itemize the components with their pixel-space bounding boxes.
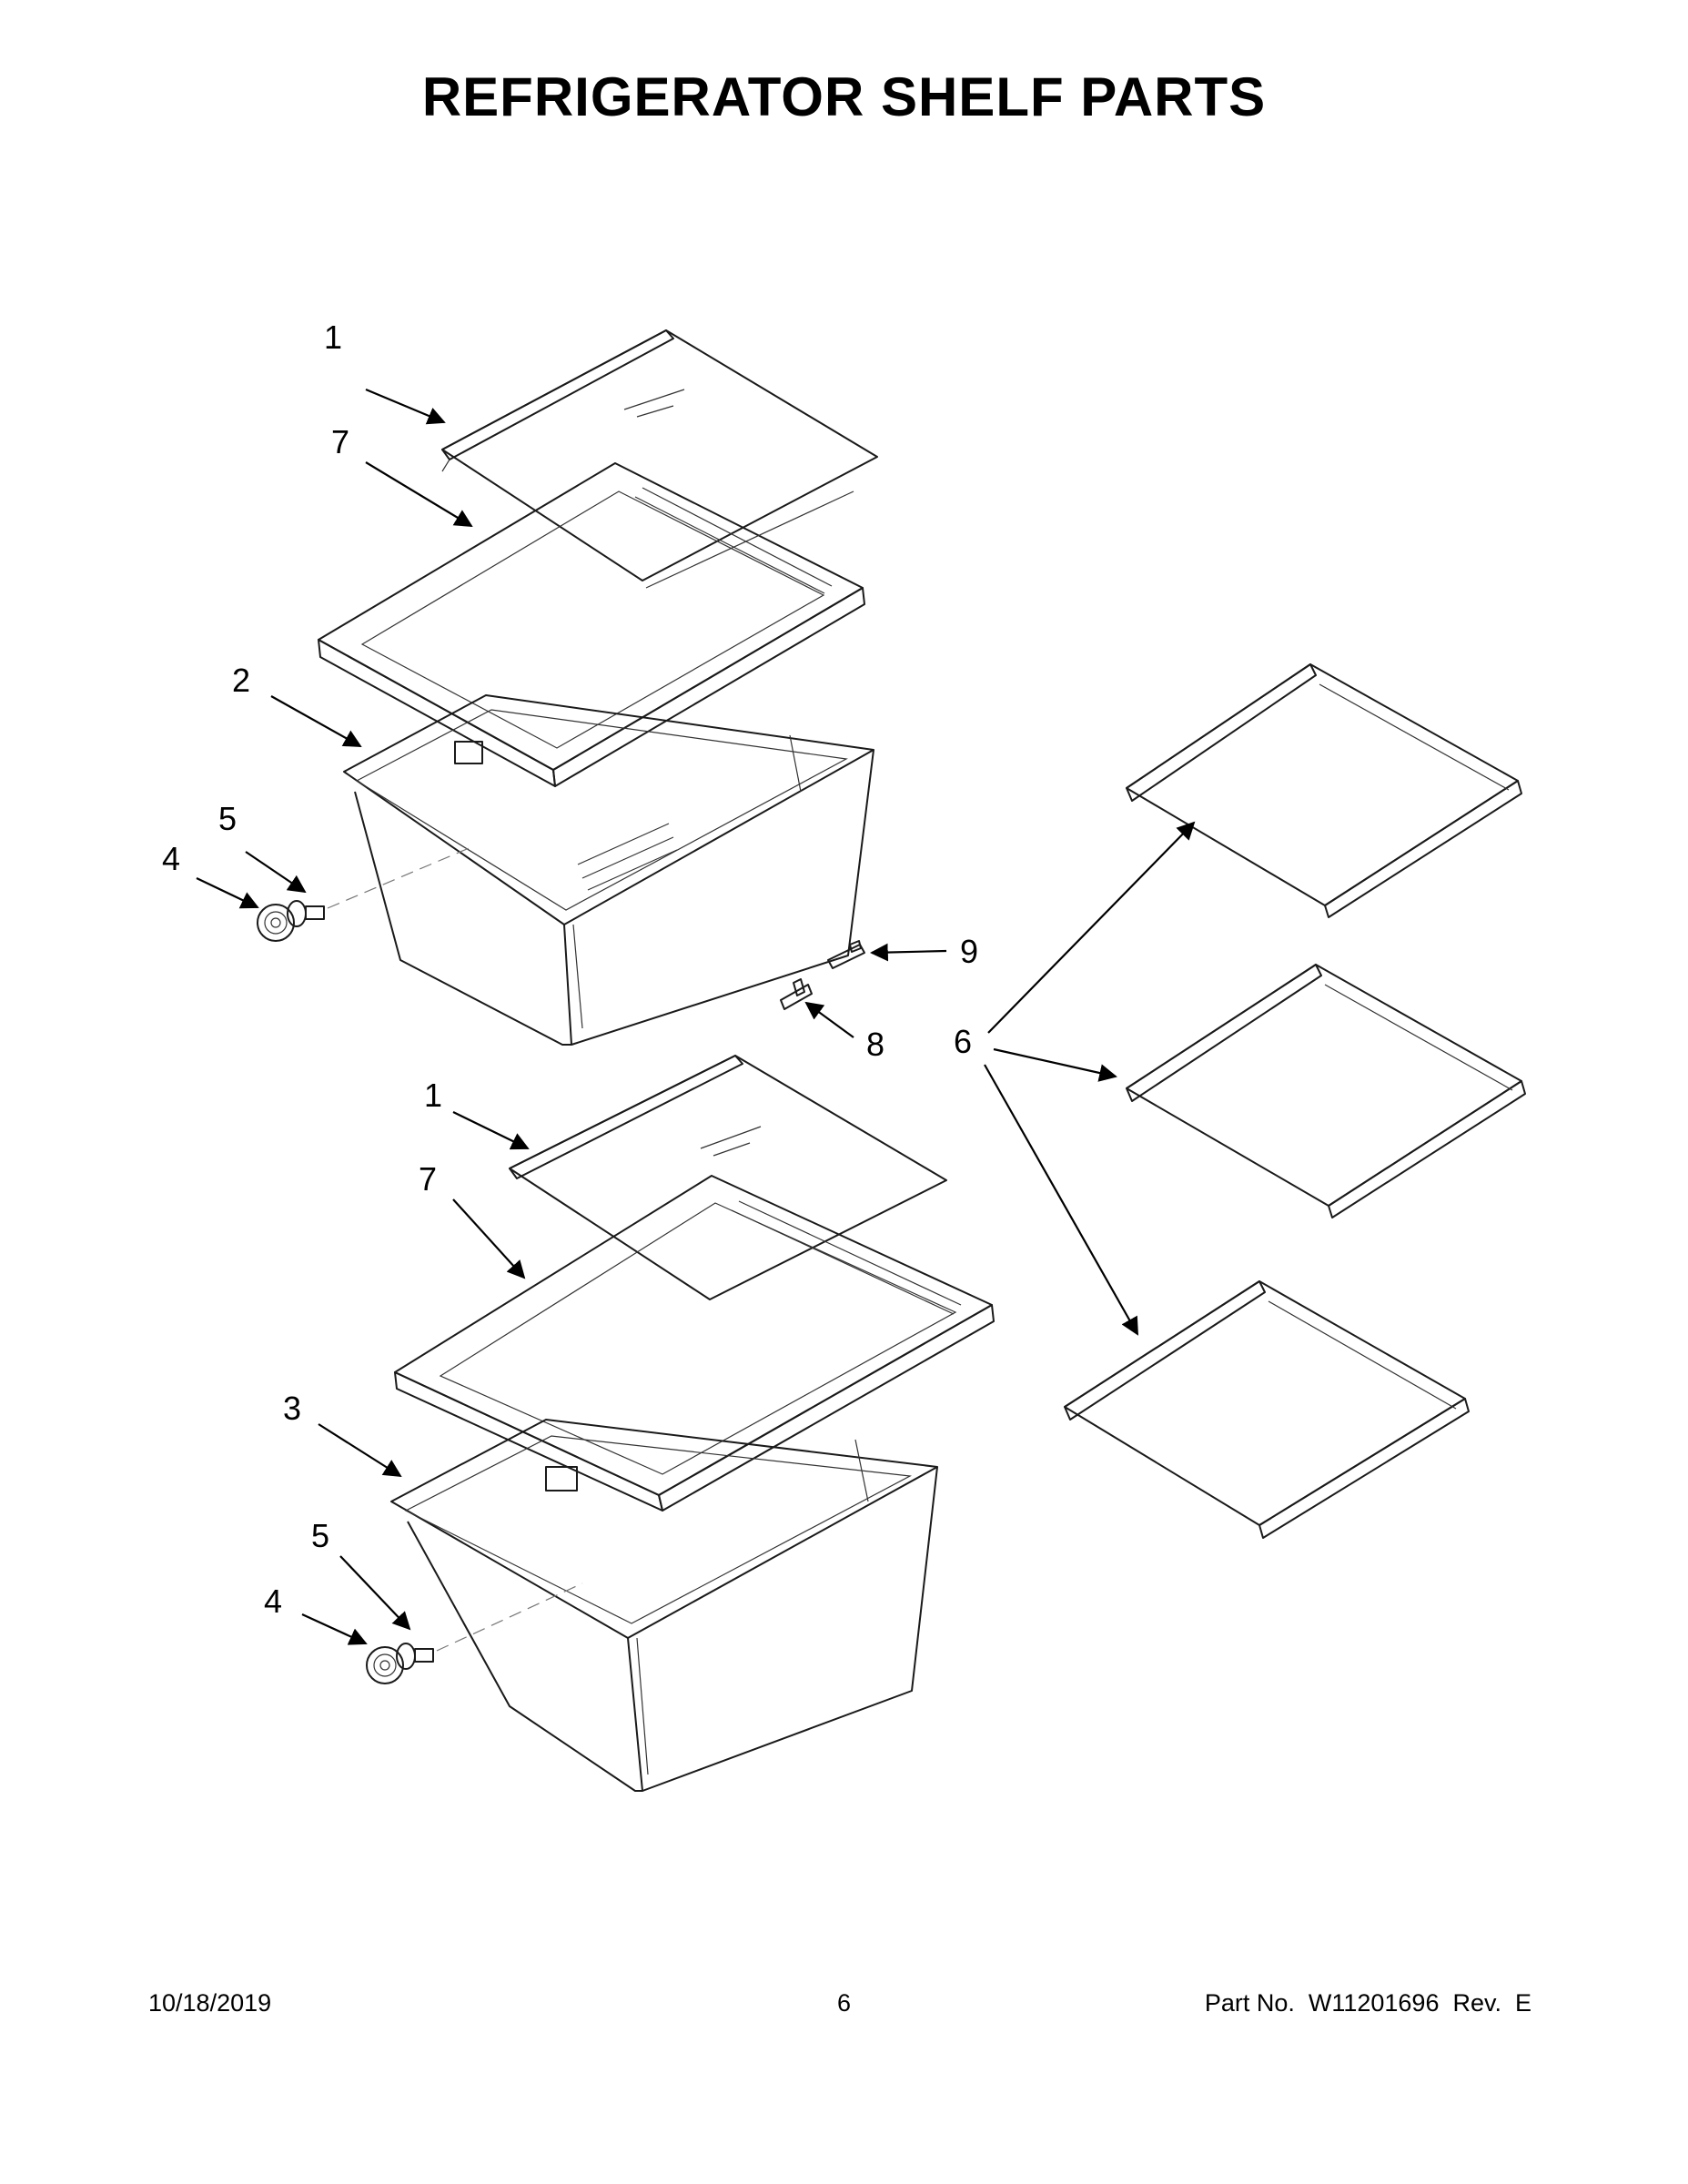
leader-7-upper: [365, 461, 473, 528]
leader-2: [270, 695, 362, 747]
leader-6-bottom: [984, 1064, 1138, 1336]
crisper-drawer-upper: [343, 694, 874, 1046]
callout-7-lower: 7: [419, 1160, 437, 1198]
callout-5-upper: 5: [218, 800, 237, 837]
leader-5-upper: [245, 851, 307, 894]
callout-7-upper: 7: [331, 423, 349, 460]
crisper-cover-frame-lower: [394, 1175, 995, 1512]
glass-shelf-6-top: [1126, 663, 1522, 918]
footer-page-number: 6: [836, 1989, 852, 2017]
drawer-roller-upper: [257, 900, 325, 942]
callout-5-lower: 5: [311, 1517, 329, 1554]
crisper-drawer-lower: [390, 1419, 938, 1792]
leader-1-upper: [365, 388, 446, 425]
leader-4-lower: [301, 1613, 368, 1645]
glass-shelf-lower: [509, 1055, 947, 1300]
callout-1-lower: 1: [424, 1077, 442, 1114]
callout-1-upper: 1: [324, 318, 342, 356]
leader-4-upper: [196, 877, 259, 909]
leader-3: [318, 1423, 402, 1478]
leader-6-top: [987, 821, 1196, 1034]
page-title: REFRIGERATOR SHELF PARTS: [421, 66, 1267, 127]
drawer-roller-lower: [366, 1643, 434, 1684]
clip-part-8: [780, 978, 813, 1010]
leader-8: [804, 1001, 854, 1038]
leader-7-lower: [452, 1198, 526, 1279]
callout-3: 3: [283, 1390, 301, 1427]
leader-6-middle: [993, 1047, 1117, 1082]
callout-4-lower: 4: [264, 1582, 282, 1620]
glass-shelf-upper: [441, 329, 878, 581]
callout-9: 9: [960, 933, 978, 970]
leader-5-lower: [339, 1555, 411, 1631]
footer-date: 10/18/2019: [148, 1989, 272, 2017]
clip-part-9: [827, 940, 865, 969]
footer-part-number: Part No. W11201696 Rev. E: [1204, 1989, 1531, 2017]
crisper-cover-frame-upper: [318, 462, 865, 787]
callout-2: 2: [232, 662, 250, 699]
leader-9: [870, 943, 947, 962]
glass-shelf-6-middle: [1126, 964, 1526, 1218]
leader-1-lower: [452, 1111, 530, 1150]
glass-shelf-6-bottom: [1064, 1280, 1470, 1539]
callout-8: 8: [866, 1026, 884, 1063]
callout-6: 6: [954, 1023, 972, 1060]
callout-4-upper: 4: [162, 840, 180, 877]
